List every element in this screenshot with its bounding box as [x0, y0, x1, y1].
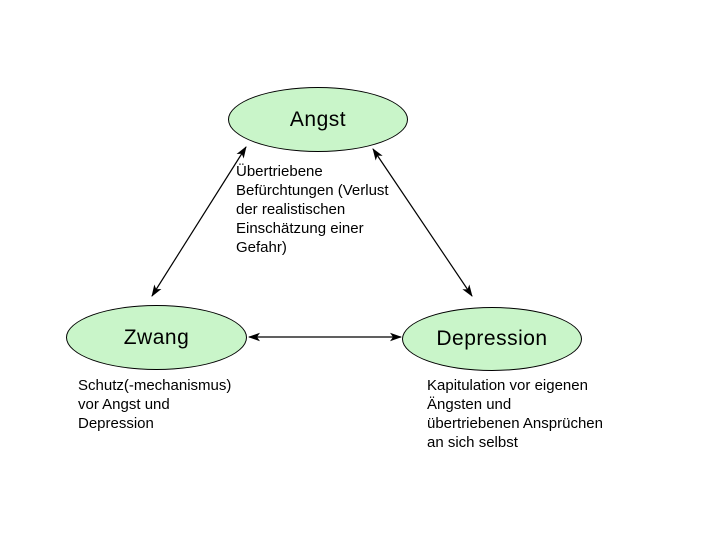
node-angst-ellipse: Angst — [228, 87, 408, 152]
node-zwang-ellipse: Zwang — [66, 305, 247, 370]
node-angst-label: Angst — [289, 107, 347, 131]
node-zwang-label: Zwang — [123, 325, 190, 349]
note-zwang-text: Schutz(-mechanismus) vor Angst und Depre… — [78, 377, 232, 432]
edge-angst-zwang-arrow — [151, 146, 247, 297]
note-angst-text: Übertriebene Befürchtungen (Verlust der … — [236, 163, 389, 256]
node-depression-label: Depression — [436, 327, 548, 350]
node-depression-ellipse: Depression — [402, 307, 582, 371]
note-depression-text: Kapitulation vor eigenen Ängsten und übe… — [427, 377, 603, 451]
